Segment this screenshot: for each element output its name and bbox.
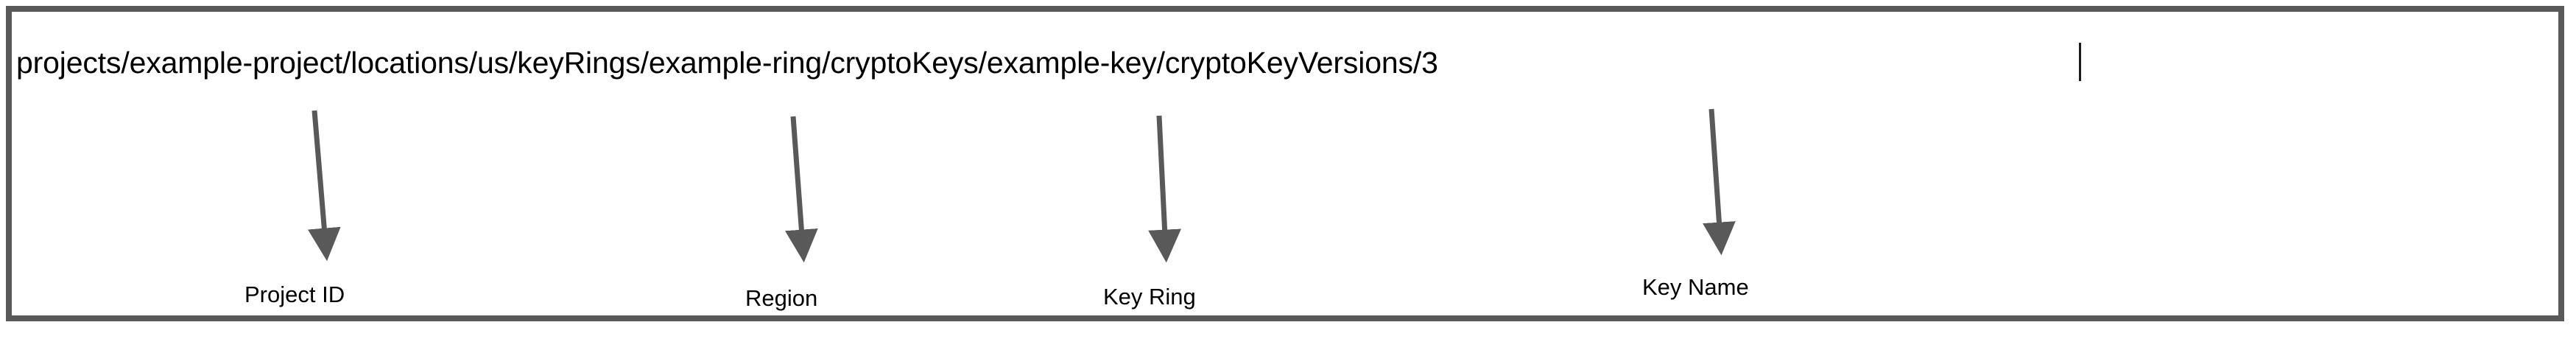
text-cursor-icon — [2079, 43, 2081, 81]
callout-label-key-name: Key Name — [1642, 274, 1749, 300]
diagram-border — [6, 6, 2564, 321]
callout-label-region: Region — [745, 285, 818, 311]
callout-label-project-id: Project ID — [244, 282, 345, 307]
resource-path-text[interactable]: projects/example-project/locations/us/ke… — [16, 46, 1438, 80]
callout-label-key-ring: Key Ring — [1103, 284, 1196, 310]
